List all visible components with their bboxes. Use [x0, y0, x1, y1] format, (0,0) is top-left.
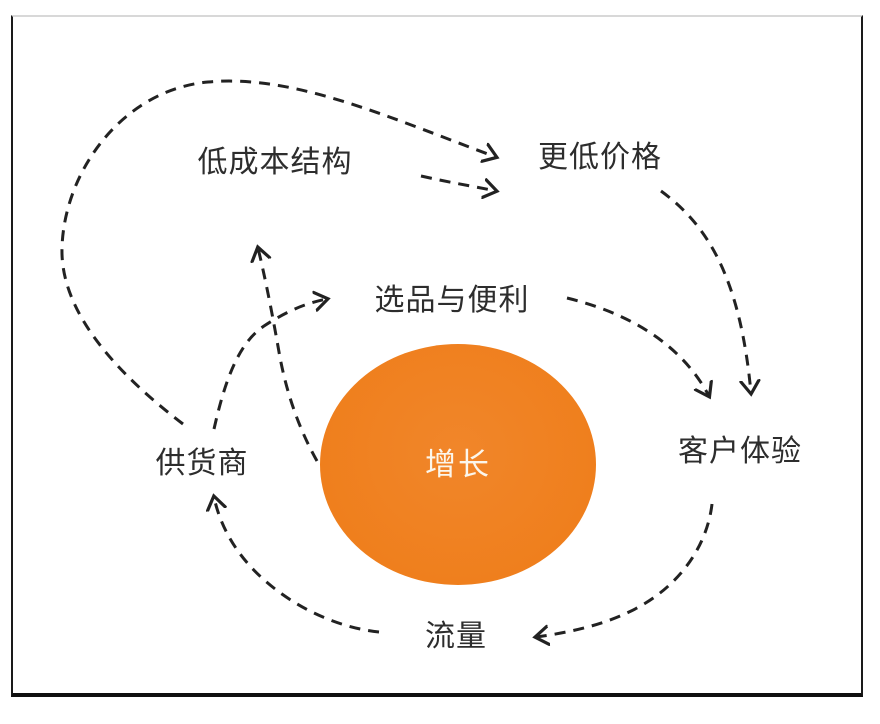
node-lower-prices: 更低价格 [538, 141, 662, 174]
node-low-cost-structure: 低成本结构 [197, 146, 353, 179]
node-growth-label: 增长 [425, 447, 491, 482]
node-customer-experience: 客户体验 [678, 435, 802, 468]
node-selection-convenience: 选品与便利 [374, 284, 530, 317]
node-growth: 增长 [320, 344, 596, 585]
node-suppliers: 供货商 [155, 447, 249, 480]
node-traffic: 流量 [425, 620, 487, 653]
